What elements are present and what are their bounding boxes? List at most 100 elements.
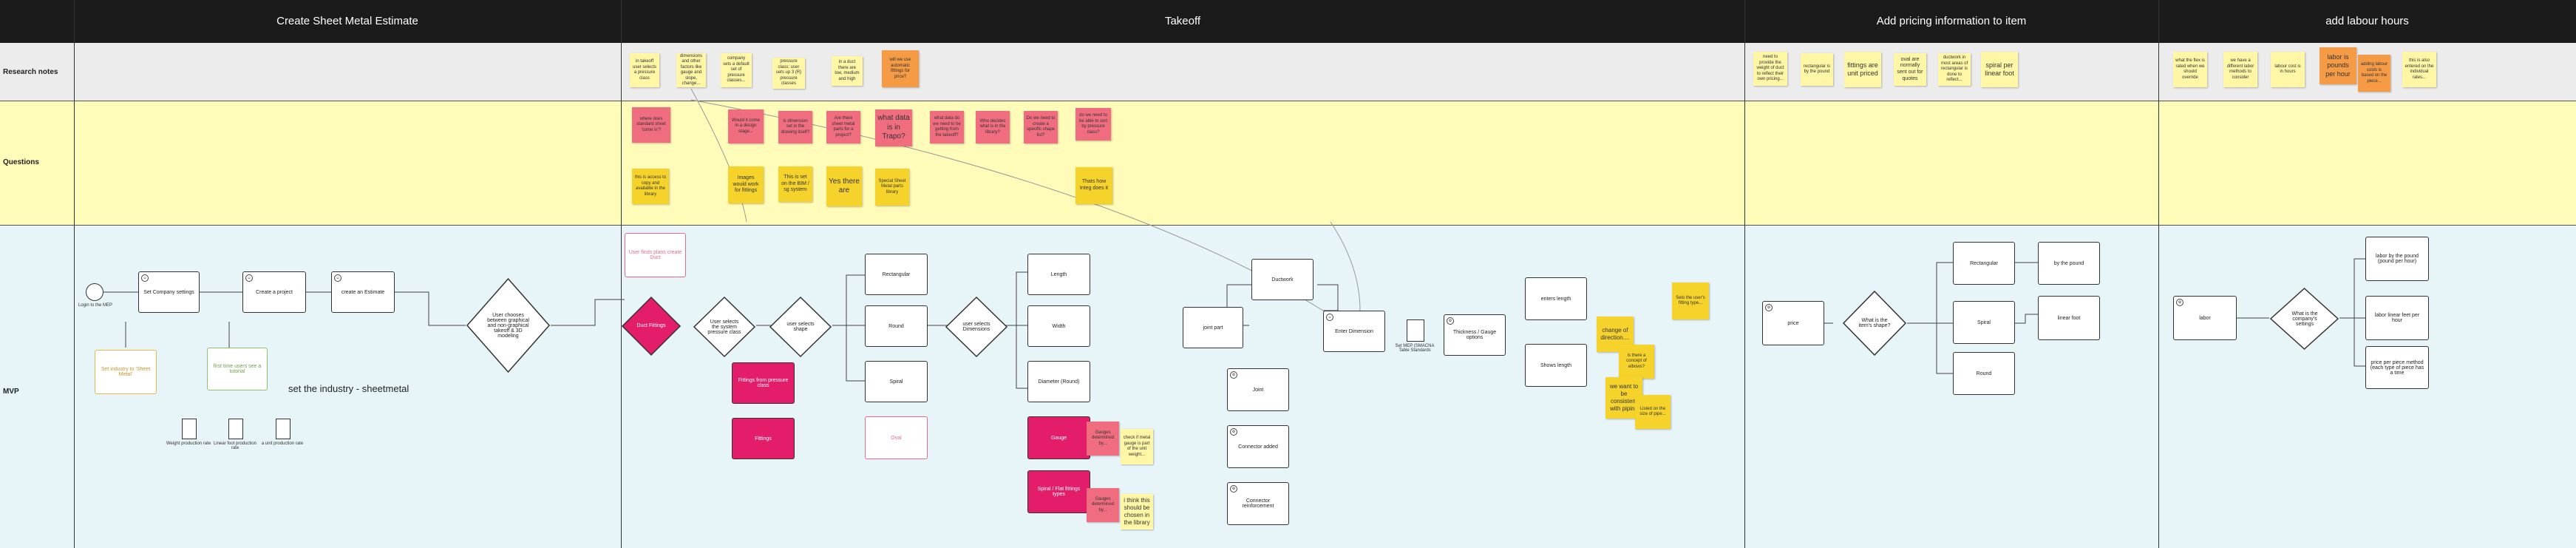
research-note[interactable]: in a duct there are low, medium and high (832, 56, 863, 86)
price-rectangular-box[interactable]: Rectangular (1953, 242, 2015, 285)
box-label: Set Company settings (143, 289, 194, 295)
set-industry-box[interactable]: Set industry to 'Sheet Metal' (95, 350, 157, 394)
answer-note[interactable]: Special Sheet Metal parts library (875, 169, 909, 206)
question-note[interactable]: what data is in Trapo? (875, 109, 912, 146)
dimension-length-box[interactable]: Length (1027, 254, 1090, 295)
research-note[interactable]: fittings are unit priced (1844, 52, 1881, 87)
lane-label-mvp: MVP (3, 388, 19, 396)
graphical-decision-diamond[interactable] (466, 277, 551, 373)
connector-box[interactable]: ⚙Connector added (1227, 425, 1289, 468)
shape-rectangular-box[interactable]: Rectangular (865, 254, 928, 295)
note-gold[interactable]: is there a concept of elbows? (1619, 345, 1654, 379)
labour-box[interactable]: ⚙labor (2173, 296, 2237, 340)
column-divider (1744, 0, 1745, 548)
note-yellow[interactable]: i think this should be chosen in the lib… (1121, 494, 1153, 530)
shows-length-box[interactable]: Shows length (1525, 344, 1587, 387)
price-box[interactable]: ⚙price (1762, 301, 1824, 345)
box-label: first time users see a tutorial (213, 364, 262, 374)
research-note[interactable]: dimensions and other factors like gauge … (676, 53, 706, 87)
price-spiral-box[interactable]: Spiral (1953, 301, 2015, 344)
research-note[interactable]: what the flex is rated when we should ov… (2173, 52, 2207, 87)
box-label: Oval (891, 435, 902, 441)
dimensions-label: user selects Dimensions (962, 322, 990, 332)
duct-fittings-diamond[interactable] (621, 296, 682, 356)
answer-note[interactable]: Yes there are (826, 166, 862, 206)
fitting-types-box[interactable]: Spiral / Flat fittings types (1027, 470, 1090, 513)
start-label: Login to the MEP (78, 303, 113, 308)
document-label: Weight production rate (166, 442, 211, 446)
question-note[interactable]: Do we need to create a specific shape li… (1024, 111, 1058, 143)
shape-round-box[interactable]: Round (865, 305, 928, 347)
box-label: User finds plans create Duct (628, 250, 682, 260)
joint-box[interactable]: ⚙Joint (1227, 368, 1289, 411)
note-pink[interactable]: Gauges determined by... (1087, 488, 1119, 522)
research-note[interactable]: company sets a default set of pressure c… (721, 53, 752, 87)
set-company-settings-box[interactable]: ☺ Set Company settings (138, 271, 200, 313)
research-note[interactable]: spiral per linear foot (1981, 52, 2018, 87)
create-project-box[interactable]: ☺Create a project (242, 271, 306, 313)
note-yellow[interactable]: check if metal gauge is part of the unit… (1121, 429, 1153, 464)
research-note[interactable]: pressure class: user sets up 3 (R) press… (772, 58, 805, 89)
enter-dimension-box[interactable]: ☺Enter Dimension (1323, 311, 1385, 352)
answer-note[interactable]: Images would work for fittings (728, 166, 764, 203)
shape-spiral-box[interactable]: Spiral (865, 361, 928, 402)
question-note[interactable]: where does standard sheet 'come in'? (632, 107, 670, 143)
gear-icon: ⚙ (2176, 299, 2184, 306)
dimensions-diamond[interactable] (945, 296, 1008, 358)
labour-linear-feet-box[interactable]: labor linear feet per hour (2365, 296, 2429, 340)
box-label: Fittings (755, 436, 772, 442)
answer-note[interactable]: this is access to copy and available in … (632, 169, 669, 204)
column-title-labour: add labour hours (2325, 15, 2409, 27)
note-gold[interactable]: Listed on the size of pipe... (1635, 395, 1671, 429)
labour-price-per-piece-box[interactable]: price per piece method (each type of pie… (2365, 346, 2429, 389)
dimension-width-box[interactable]: Width (1027, 305, 1090, 347)
piece-shape-diamond[interactable] (1842, 290, 1907, 356)
user-icon: ☺ (141, 274, 149, 282)
answer-note[interactable]: This is set on the BIM / sg system (778, 166, 812, 202)
company-settings-diamond[interactable] (2269, 287, 2339, 351)
research-note[interactable]: oval are normally sent out for quotes (1894, 53, 1926, 86)
shape-diamond[interactable] (769, 296, 832, 358)
joint-part-box[interactable]: joint part (1183, 307, 1243, 348)
research-note[interactable]: this is also entered on the individual r… (2402, 52, 2436, 87)
linear-foot-box[interactable]: linear foot (2038, 296, 2100, 340)
question-note[interactable]: Are there sheet metal parts for a projec… (826, 111, 860, 143)
box-label: labor by the pound (pound per hour) (2376, 254, 2419, 264)
price-round-box[interactable]: Round (1953, 352, 2015, 395)
thickness-box[interactable]: ⚙Thickness / Gauge options (1444, 314, 1506, 356)
fittings-pressure-box[interactable]: Fittings from pressure class (732, 362, 795, 404)
shape-oval-box[interactable]: Oval (865, 416, 928, 459)
fittings-box[interactable]: Fittings (732, 418, 795, 459)
research-note[interactable]: rectangular is by the pound (1801, 53, 1833, 86)
answer-note[interactable]: Thats how Integ does it (1075, 167, 1112, 204)
note-gold[interactable]: Sets the user's fitting type... (1672, 283, 1709, 319)
question-note[interactable]: is dimension set in the drawing itself? (778, 111, 812, 143)
pressure-class-diamond[interactable] (693, 296, 756, 358)
research-note[interactable]: labor is pounds per hour (2320, 47, 2356, 84)
start-node[interactable] (86, 283, 103, 301)
research-note[interactable]: labour cost is in hours (2271, 52, 2305, 87)
by-pound-box[interactable]: by the pound (2038, 242, 2100, 285)
note-pink[interactable]: Gauges determined by... (1087, 422, 1119, 456)
graphical-takeoff-box[interactable]: User finds plans create Duct (625, 233, 686, 277)
box-label: Connector reinforcement (1242, 498, 1274, 509)
question-note[interactable]: do we need to be able to sort by pressur… (1075, 108, 1111, 141)
labour-by-pound-box[interactable]: labor by the pound (pound per hour) (2365, 237, 2429, 281)
ductwork-box[interactable]: Ductwork (1251, 259, 1314, 300)
question-note[interactable]: what data do we need to be getting from … (930, 111, 964, 143)
research-note[interactable]: will we use automatic fittings for price… (882, 50, 919, 87)
reinforcement-box[interactable]: ⚙Connector reinforcement (1227, 482, 1289, 525)
gauge-box[interactable]: Gauge (1027, 416, 1090, 459)
enters-length-box[interactable]: enters length (1525, 277, 1587, 320)
research-note[interactable]: in takeoff user selects a pressure class (630, 53, 659, 87)
first-time-box[interactable]: first time users see a tutorial (207, 348, 268, 390)
dimension-diameter-box[interactable]: Diameter (Round) (1027, 361, 1090, 402)
question-note[interactable]: Would it come in a design stage... (728, 109, 764, 143)
research-note[interactable]: adding labour costs is based on the piec… (2358, 55, 2390, 92)
research-note[interactable]: ductwork in most areas of rectangular is… (1938, 53, 1971, 86)
question-note[interactable]: Who decides what is in the library? (976, 111, 1010, 143)
document-label: Set MEP (SMACNA Table Standards (1395, 344, 1435, 353)
research-note[interactable]: we have a different labor methods to con… (2223, 52, 2257, 87)
research-note[interactable]: need to provide the weight of duct to re… (1753, 52, 1787, 86)
create-estimate-box[interactable]: ☺create an Estimate (331, 271, 395, 313)
